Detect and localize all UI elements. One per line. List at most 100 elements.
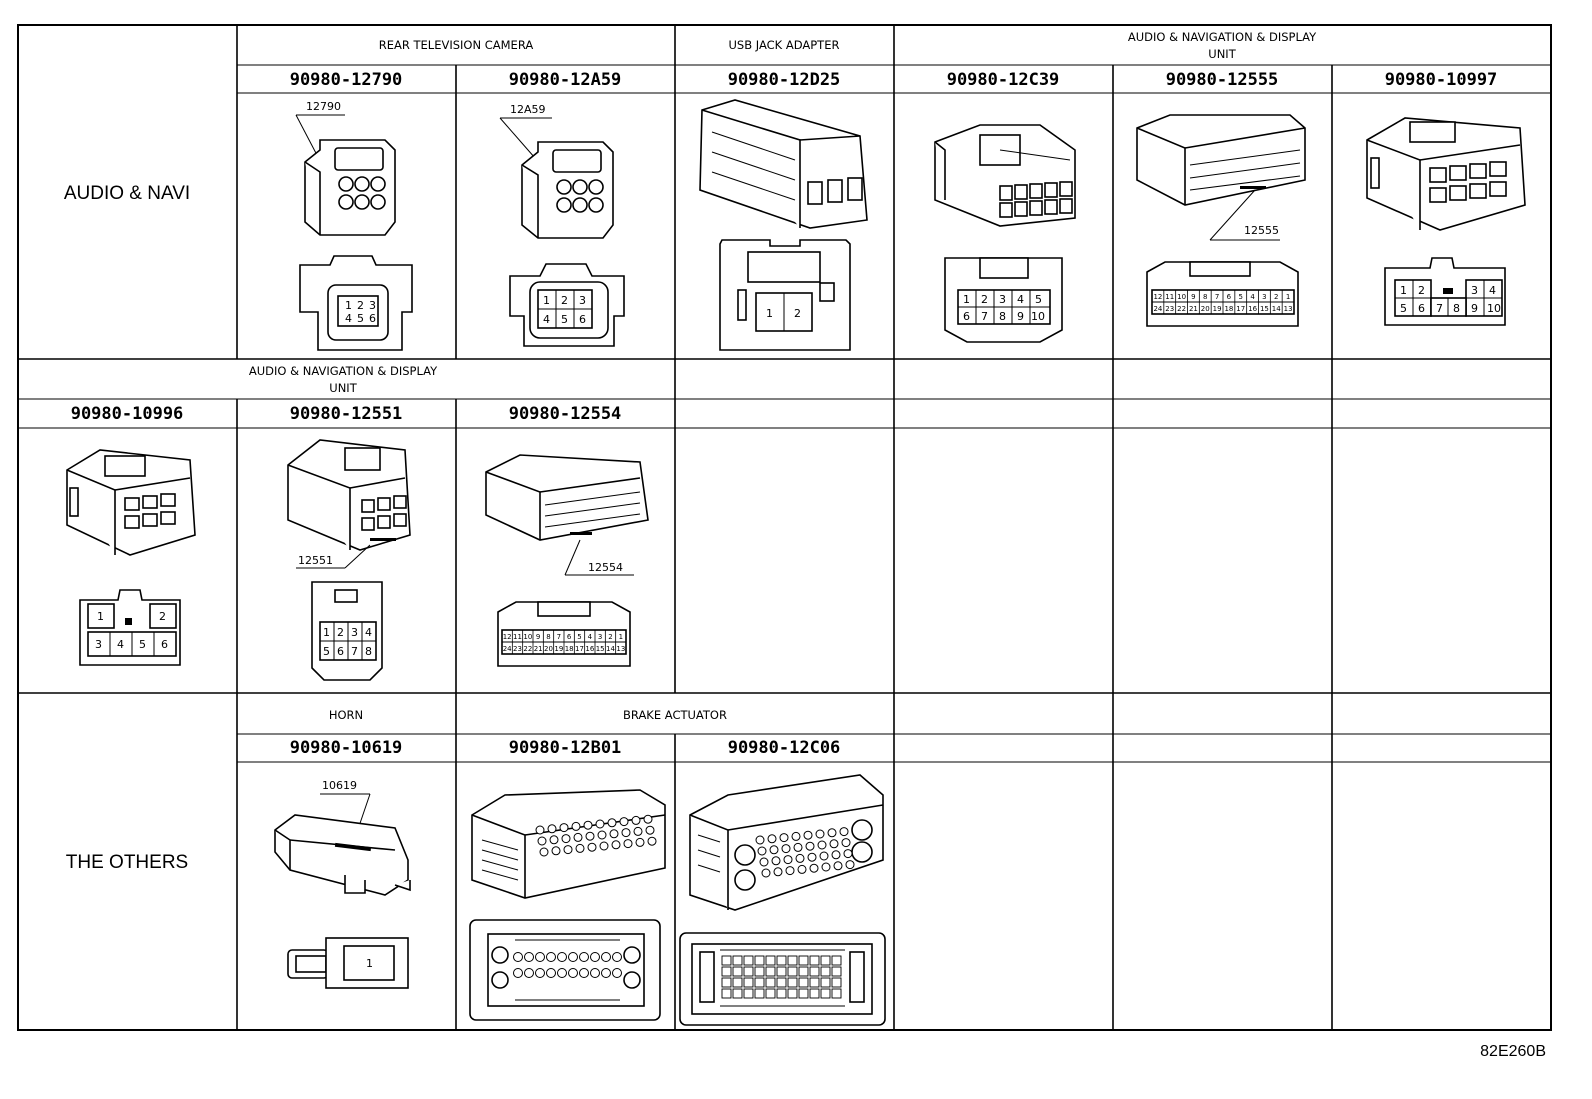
svg-text:2: 2 [561, 294, 568, 307]
pin-dot [831, 850, 841, 860]
svg-text:3: 3 [1471, 284, 1478, 297]
svg-text:9: 9 [1471, 302, 1478, 315]
pin-square [798, 966, 809, 977]
pin-dot [590, 952, 600, 962]
pin-label: 13 [1284, 305, 1293, 313]
pin-dot [524, 952, 534, 962]
part-number-12551: 90980-12551 [290, 404, 403, 424]
header-usb-jack-adapter: USB JACK ADAPTER [729, 38, 840, 52]
pin-label: 15 [1260, 305, 1269, 313]
pin-dot [535, 952, 545, 962]
pin-dot [841, 838, 851, 848]
part-number-12554: 90980-12554 [509, 404, 622, 424]
pin-dot [643, 814, 653, 824]
part-number-12d25: 90980-12D25 [728, 70, 841, 90]
svg-text:1: 1 [97, 610, 104, 623]
connector-10996-face: 1 2 3 4 5 6 [79, 589, 181, 666]
pin-label: 5 [577, 633, 581, 641]
svg-text:5: 5 [1400, 302, 1407, 315]
header-rear-television-camera: REAR TELEVISION CAMERA [379, 38, 534, 52]
pin-dot [599, 841, 609, 851]
svg-text:3: 3 [95, 638, 102, 651]
pin-dot [513, 952, 523, 962]
pin-label: 11 [1165, 293, 1174, 301]
svg-text:1: 1 [345, 299, 352, 312]
pin-label: 23 [513, 645, 522, 653]
svg-text:2: 2 [1418, 284, 1425, 297]
pin-square [787, 966, 798, 977]
pin-dot [573, 832, 583, 842]
svg-text:2: 2 [337, 626, 344, 639]
pin-dot [513, 968, 523, 978]
connector-12c06-iso [689, 774, 884, 911]
svg-text:4: 4 [345, 312, 352, 325]
connector-12555-iso: 12555 [1136, 114, 1306, 241]
pin-dot [537, 836, 547, 846]
svg-text:6: 6 [579, 313, 586, 326]
pin-dot [759, 857, 769, 867]
pin-square [820, 988, 831, 999]
pin-label: 3 [598, 633, 602, 641]
pin-label: 16 [585, 645, 594, 653]
svg-text:2: 2 [357, 299, 364, 312]
pin-dot [579, 968, 589, 978]
svg-text:1: 1 [766, 307, 773, 320]
pin-dot [612, 952, 622, 962]
pin-label: 11 [513, 633, 522, 641]
svg-text:4: 4 [117, 638, 124, 651]
pin-dot [829, 839, 839, 849]
pin-dot [585, 831, 595, 841]
pin-dot [595, 819, 605, 829]
svg-text:2: 2 [981, 293, 988, 306]
pin-label: 1 [619, 633, 623, 641]
pin-square [765, 955, 776, 966]
pin-dot [621, 828, 631, 838]
svg-text:5: 5 [323, 645, 330, 658]
connector-12790-iso: 12790 [295, 100, 396, 236]
pin-label: 20 [544, 645, 553, 653]
pin-square [743, 966, 754, 977]
pin-label: 23 [1165, 305, 1174, 313]
pin-square [721, 977, 732, 988]
pin-label: 19 [554, 645, 563, 653]
svg-text:7: 7 [1436, 302, 1443, 315]
pin-dot [645, 825, 655, 835]
header-audio-nav-display-line1: AUDIO & NAVIGATION & DISPLAY [1128, 30, 1317, 44]
pin-label: 15 [596, 645, 605, 653]
pin-dot [579, 952, 589, 962]
pin-label: 21 [534, 645, 543, 653]
svg-text:5: 5 [1035, 293, 1042, 306]
pin-dot [773, 867, 783, 877]
pin-label: 17 [1236, 305, 1245, 313]
pin-square [732, 955, 743, 966]
svg-text:1: 1 [323, 626, 330, 639]
pin-square [765, 977, 776, 988]
connector-12554-iso: 12554 [485, 454, 649, 576]
pin-label: 14 [606, 645, 615, 653]
pin-squares [721, 955, 842, 999]
part-number-10619: 90980-10619 [290, 738, 403, 758]
pin-label: 8 [546, 633, 550, 641]
pin-dot [623, 839, 633, 849]
connector-12c39-iso [934, 124, 1076, 227]
part-number-12c39: 90980-12C39 [947, 70, 1060, 90]
pin-dot [827, 828, 837, 838]
header-audio-nav-display-row2-line1: AUDIO & NAVIGATION & DISPLAY [249, 364, 438, 378]
pin-label: 12 [503, 633, 512, 641]
svg-text:3: 3 [579, 294, 586, 307]
pin-label: 3 [1262, 293, 1266, 301]
header-audio-nav-display-line2: UNIT [1208, 47, 1236, 61]
pin-dot [551, 846, 561, 856]
pin-dot [559, 823, 569, 833]
pin-dot [785, 866, 795, 876]
pin-dot [761, 868, 771, 878]
pin-dot [819, 851, 829, 861]
header-audio-nav-display-row2-line2: UNIT [329, 381, 357, 395]
connector-10619-face: 1 [287, 937, 409, 989]
pin-square [809, 988, 820, 999]
pin-dot [575, 843, 585, 853]
connector-10997-iso [1366, 117, 1526, 231]
category-the-others: THE OTHERS [66, 852, 188, 873]
pin-dot [647, 836, 657, 846]
